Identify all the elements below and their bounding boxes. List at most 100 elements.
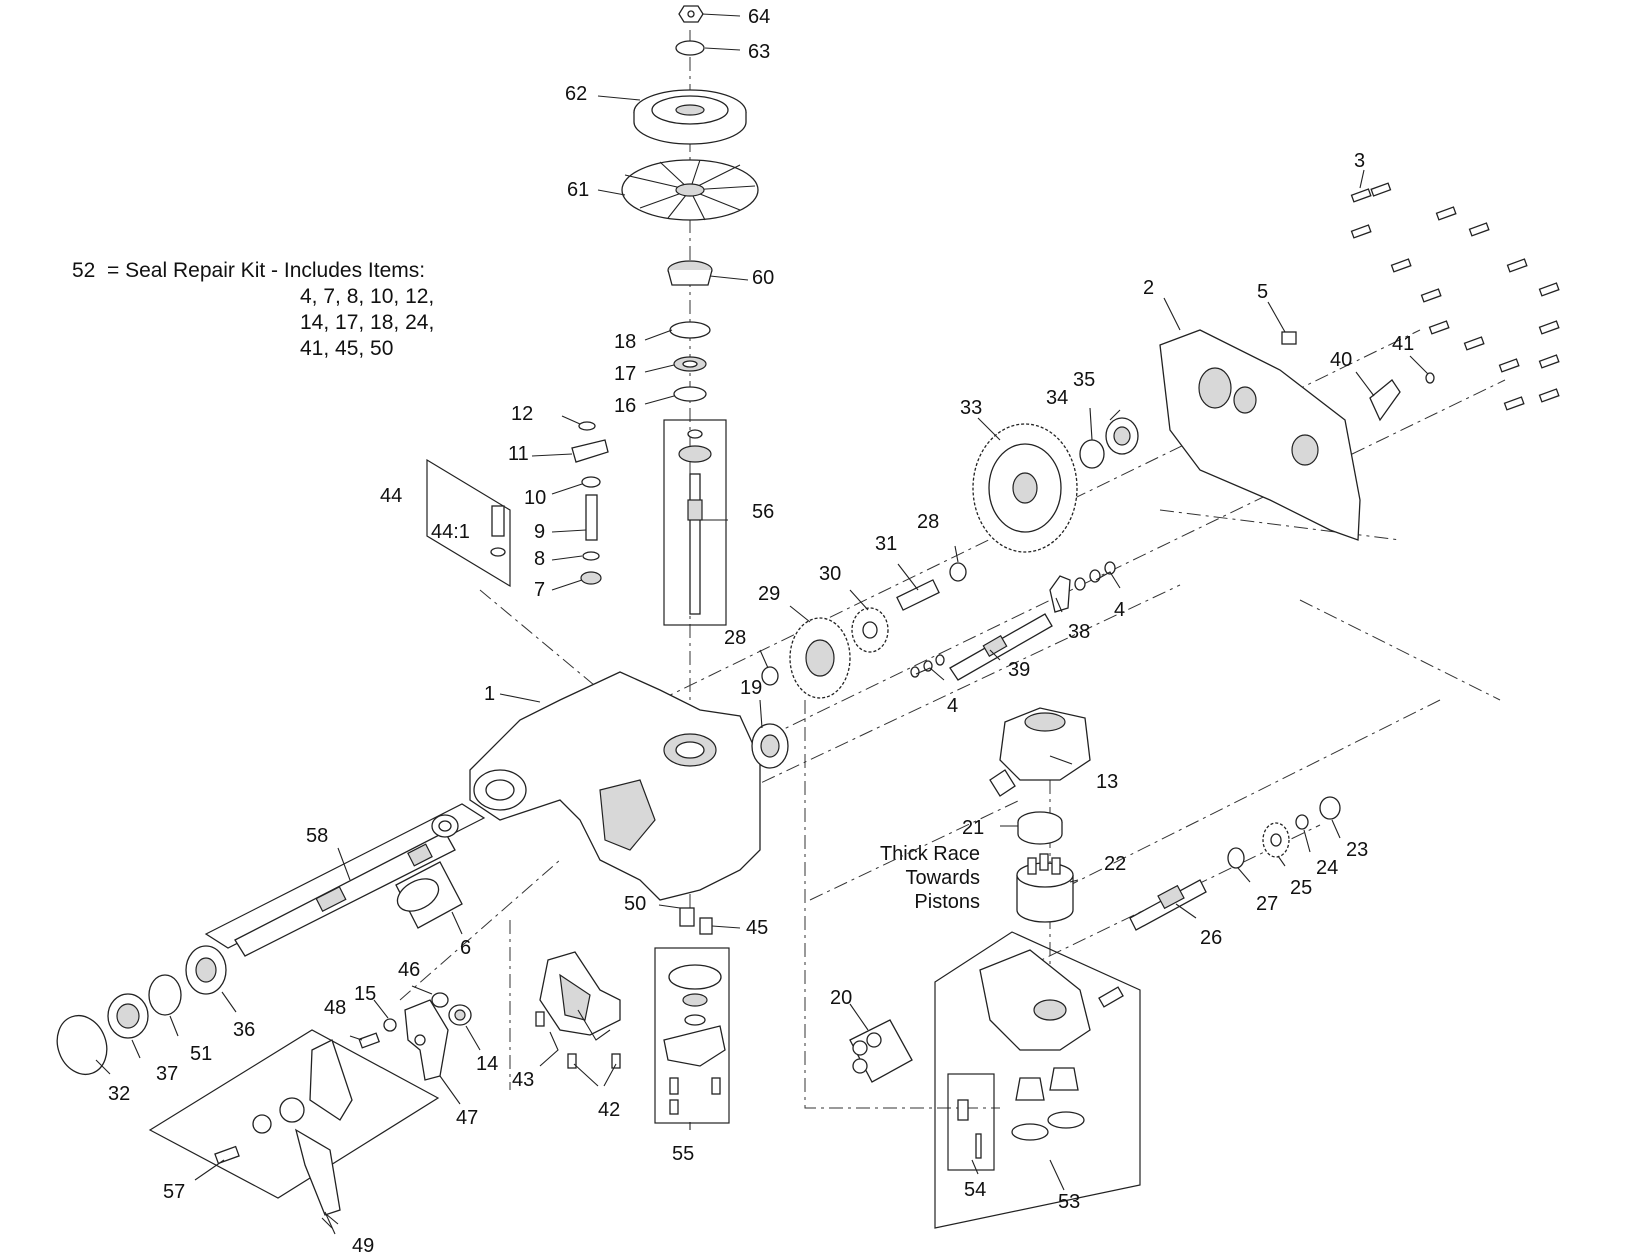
callout-44-1: 44:1 <box>431 521 470 543</box>
callout-64: 64 <box>748 6 770 28</box>
charge-pump-part <box>663 964 726 1115</box>
callout-54: 54 <box>964 1179 986 1201</box>
callout-13: 13 <box>1096 771 1118 793</box>
callout-57: 57 <box>163 1181 185 1203</box>
callout-38: 38 <box>1068 621 1090 643</box>
thick-race-note: Thick Race Towards Pistons <box>832 842 980 914</box>
cover-part <box>1159 329 1361 541</box>
fan-part <box>621 159 759 221</box>
o-ring-part <box>673 386 707 402</box>
callout-5: 5 <box>1257 281 1268 303</box>
snap-ring-part <box>56 1014 108 1076</box>
seal-part <box>673 356 707 372</box>
housing-part <box>469 671 761 901</box>
washer-51-part <box>148 974 182 1016</box>
callout-46: 46 <box>398 959 420 981</box>
callout-18: 18 <box>614 331 636 353</box>
callout-12: 12 <box>511 403 533 425</box>
valve-54-part <box>957 1099 982 1159</box>
callout-9: 9 <box>534 521 545 543</box>
filter-part <box>395 861 463 929</box>
callout-40: 40 <box>1330 349 1352 371</box>
washer-41-part <box>1425 372 1435 384</box>
callout-21: 21 <box>962 817 984 839</box>
seal-kit-note: 52 = Seal Repair Kit - Includes Items: 4… <box>72 258 434 362</box>
callout-27: 27 <box>1256 893 1278 915</box>
seal-kit-note-line-4: 41, 45, 50 <box>300 337 394 360</box>
callout-7: 7 <box>534 579 545 601</box>
pin-31-part <box>896 579 940 611</box>
seal-kit-note-line-1: 52 = Seal Repair Kit - Includes Items: <box>72 259 426 282</box>
washer-28b-part <box>949 562 967 582</box>
kit-box-56 <box>663 419 727 626</box>
kit-box-54 <box>947 1073 995 1171</box>
callout-39: 39 <box>1008 659 1030 681</box>
callout-31: 31 <box>875 533 897 555</box>
callout-42: 42 <box>598 1099 620 1121</box>
callout-48: 48 <box>324 997 346 1019</box>
gear-29-part <box>789 617 851 699</box>
callout-6: 6 <box>460 937 471 959</box>
callout-47: 47 <box>456 1107 478 1129</box>
pulley-part <box>633 89 747 145</box>
callout-16: 16 <box>614 395 636 417</box>
callout-22: 22 <box>1104 853 1126 875</box>
callout-11: 11 <box>508 443 529 465</box>
callout-2: 2 <box>1143 277 1154 299</box>
callout-43: 43 <box>512 1069 534 1091</box>
callout-32: 32 <box>108 1083 130 1105</box>
plug-5-part <box>1281 331 1297 345</box>
callout-44: 44 <box>380 485 402 507</box>
callout-26: 26 <box>1200 927 1222 949</box>
callout-17: 17 <box>614 363 636 385</box>
plug-50-part <box>679 907 695 927</box>
kit-box-57 <box>148 1029 440 1199</box>
callout-1: 1 <box>484 683 495 705</box>
pinion-30-part <box>851 607 889 653</box>
bracket-38-part <box>1049 575 1071 613</box>
thick-race-note-line-1: Thick Race <box>879 843 980 865</box>
center-section-53-part <box>979 949 1124 1141</box>
callout-28b: 28 <box>724 627 746 649</box>
shaft-39-part <box>949 613 1053 681</box>
callout-14: 14 <box>476 1053 498 1075</box>
callout-41: 41 <box>1392 333 1414 355</box>
callout-36: 36 <box>233 1019 255 1041</box>
bracket-47-part <box>404 999 449 1081</box>
kit-box-58 <box>204 803 486 949</box>
bolts-3-part <box>1350 182 1560 411</box>
callout-58: 58 <box>306 825 328 847</box>
kit-box-55 <box>654 947 730 1124</box>
callout-30: 30 <box>819 563 841 585</box>
callout-19: 19 <box>740 677 762 699</box>
callout-55: 55 <box>672 1143 694 1165</box>
seal-kit-note-line-3: 14, 17, 18, 24, <box>300 311 435 334</box>
bearing-36-part <box>185 945 227 995</box>
callout-34: 34 <box>1046 387 1068 409</box>
callout-4a: 4 <box>1114 599 1125 621</box>
thick-race-note-line-3: Pistons <box>914 891 980 913</box>
washer-23-part <box>1319 796 1341 820</box>
hub-part <box>667 260 713 286</box>
thick-race-note-line-2: Towards <box>905 867 980 889</box>
callout-23: 23 <box>1346 839 1368 861</box>
callout-20: 20 <box>830 987 852 1009</box>
seal-kit-note-line-2: 4, 7, 8, 10, 12, <box>300 285 435 308</box>
callout-37: 37 <box>156 1063 178 1085</box>
callout-51: 51 <box>190 1043 212 1065</box>
seal-14-part <box>448 1004 472 1026</box>
bolt-48-part <box>358 1032 381 1049</box>
washer-28a-part <box>761 666 779 686</box>
callouts: 64 63 62 61 60 18 17 16 56 12 11 10 9 8 … <box>108 6 1414 1257</box>
callout-29: 29 <box>758 583 780 605</box>
washer-27-part <box>1227 847 1245 869</box>
piston-block-22-part <box>1016 853 1074 923</box>
plug-45-part <box>699 917 713 935</box>
axle-shaft-part <box>234 831 456 957</box>
callout-33: 33 <box>960 397 982 419</box>
input-shaft-part <box>678 429 712 615</box>
callout-4b: 4 <box>947 695 958 717</box>
gear-33-part <box>972 423 1078 553</box>
fitting-part <box>490 505 506 557</box>
